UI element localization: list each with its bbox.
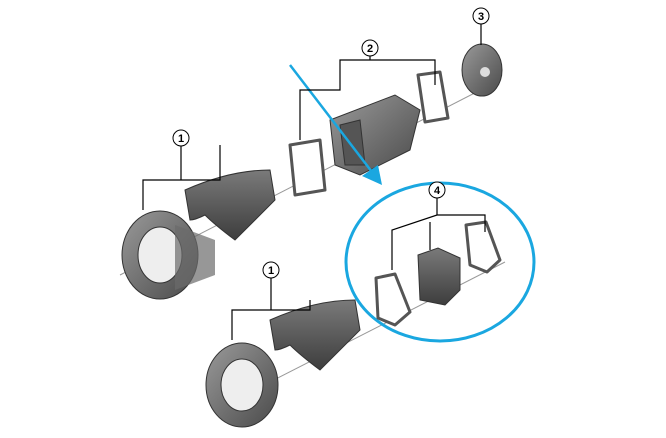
gasket-left-part-4 (374, 272, 412, 327)
callout-2: 2 (361, 39, 379, 57)
svg-text:1: 1 (268, 265, 274, 277)
svg-text:3: 3 (478, 11, 484, 23)
end-cap-part-3 (461, 43, 503, 97)
gasket-right-part-2 (416, 70, 450, 124)
callout-leaders (142, 24, 486, 340)
cover-plate-part-4 (417, 247, 461, 306)
grip-ring-lower (205, 342, 279, 428)
callout-1-upper: 1 (172, 129, 190, 147)
shifter-housing-part-2 (329, 94, 421, 176)
svg-text:4: 4 (434, 185, 441, 197)
grip-sleeve-upper (184, 169, 276, 241)
svg-text:2: 2 (367, 43, 373, 55)
highlight-arrow (289, 64, 382, 185)
grip-sleeve-lower (269, 299, 361, 371)
gasket-left-part-2 (288, 138, 327, 197)
grip-ring-upper (121, 210, 215, 300)
gasket-right-part-4 (464, 220, 502, 274)
callout-3: 3 (472, 7, 490, 25)
callout-4: 4 (428, 181, 446, 199)
svg-text:1: 1 (178, 133, 184, 145)
callout-1-lower: 1 (262, 261, 280, 279)
